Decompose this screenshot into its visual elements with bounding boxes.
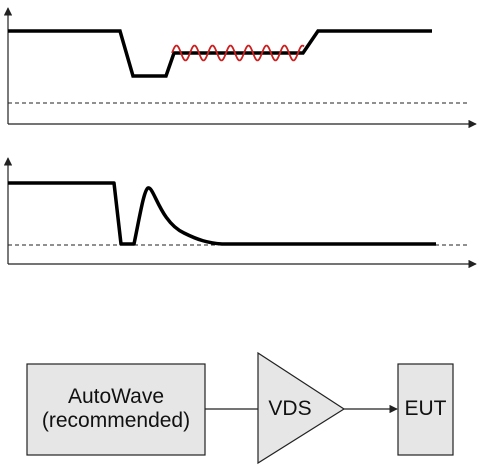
top-plot-ripple-waveform <box>171 44 305 62</box>
autowave-source-title: AutoWave <box>67 385 165 408</box>
top-plot <box>3 7 477 129</box>
bottom-plot <box>3 157 477 269</box>
autowave-source-box <box>26 363 206 456</box>
eut-device-box <box>397 363 454 456</box>
block-diagram <box>26 351 454 465</box>
vds-amplifier-label: VDS <box>268 397 312 420</box>
autowave-source-note: (recommended) <box>41 409 191 432</box>
vds-amplifier-triangle <box>257 351 346 465</box>
autowave-source-label: AutoWave (recommended) <box>27 385 205 433</box>
top-plot-voltage-dip-waveform <box>8 29 432 78</box>
eut-device-label: EUT <box>404 397 447 420</box>
bottom-plot-dropout-waveform <box>8 181 436 246</box>
